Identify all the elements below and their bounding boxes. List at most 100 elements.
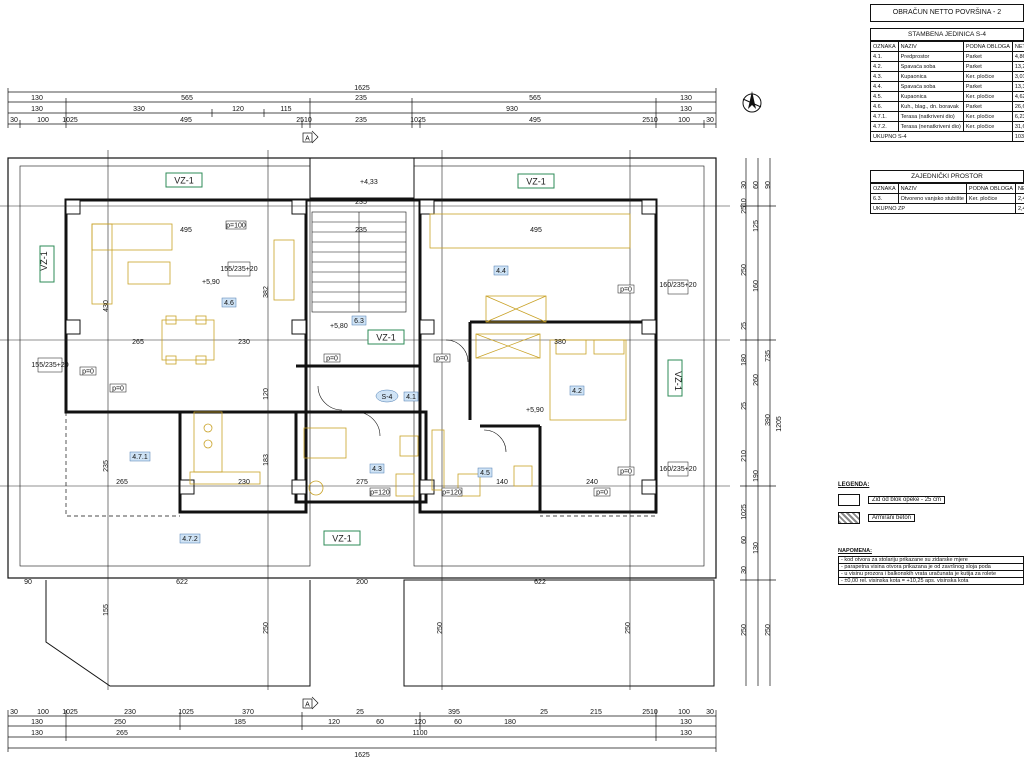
cell: Ker. pločice <box>962 111 1013 122</box>
cell: Spavaća soba <box>897 81 964 92</box>
svg-text:p=100: p=100 <box>226 223 246 230</box>
svg-text:250: 250 <box>625 622 632 634</box>
dim-top-r3-2: 330 <box>133 106 145 113</box>
legend-title: LEGENDA: <box>838 482 870 488</box>
concrete-swatch-icon <box>838 512 860 524</box>
svg-text:VZ-1: VZ-1 <box>39 251 49 271</box>
legend-item-concrete: Armirani beton <box>838 512 1018 524</box>
header-cell: PODNA OBLOGA <box>962 41 1013 52</box>
svg-text:p=0: p=0 <box>620 287 632 294</box>
svg-text:395: 395 <box>448 709 460 716</box>
cell: Ker. pločice <box>962 121 1013 132</box>
cell: Kupaonica <box>897 71 964 82</box>
svg-text:4.7.2: 4.7.2 <box>182 536 198 543</box>
dim-top-r4-8: 495 <box>529 117 541 124</box>
svg-text:VZ-1: VZ-1 <box>376 333 396 343</box>
svg-text:VZ-1: VZ-1 <box>174 176 194 186</box>
cell: Kuh., blag., dn. boravak <box>897 101 964 112</box>
table-row: 4.7.2.Terasa (nenatkriveni dio)Ker. ploč… <box>870 121 1024 132</box>
total-label: UKUPNO ZP <box>870 203 1016 214</box>
svg-text:250: 250 <box>741 264 748 276</box>
elevation-label: +5,90 <box>202 279 220 286</box>
svg-text:130: 130 <box>753 542 760 554</box>
svg-text:180: 180 <box>504 719 516 726</box>
svg-text:60: 60 <box>376 719 384 726</box>
svg-text:235: 235 <box>355 199 367 206</box>
svg-text:735: 735 <box>765 350 772 362</box>
cell: Predprostor <box>897 51 964 62</box>
svg-text:25: 25 <box>741 322 748 330</box>
cell: Ker. pločice <box>965 193 1016 204</box>
cell: 26,69 m² <box>1011 101 1024 112</box>
furniture <box>91 213 631 497</box>
svg-text:p=0: p=0 <box>620 469 632 476</box>
svg-text:1205: 1205 <box>776 416 783 432</box>
header-cell: OZNAKA <box>870 183 899 194</box>
vz-tag-right: VZ-1 <box>667 359 683 397</box>
svg-text:90: 90 <box>765 181 772 189</box>
cell: Terasa (nenatkriveni dio) <box>897 121 964 132</box>
header-cell: NAZIV <box>897 41 964 52</box>
svg-text:200: 200 <box>356 579 368 586</box>
svg-text:p=0: p=0 <box>596 490 608 497</box>
svg-text:4.4: 4.4 <box>496 268 506 275</box>
svg-text:190: 190 <box>753 470 760 482</box>
svg-text:A: A <box>305 136 310 143</box>
svg-text:4.3: 4.3 <box>372 466 382 473</box>
svg-text:125: 125 <box>753 220 760 232</box>
header-cell: NETTO POVRŠINA <box>1011 41 1024 52</box>
svg-text:30: 30 <box>741 181 748 189</box>
svg-text:230: 230 <box>124 709 136 716</box>
svg-text:30: 30 <box>10 709 18 716</box>
dim-top-r3-6: 130 <box>680 106 692 113</box>
dim-total-top: 1625 <box>354 85 370 92</box>
svg-text:130: 130 <box>31 730 43 737</box>
concrete-columns <box>65 199 657 495</box>
svg-text:140: 140 <box>496 479 508 486</box>
svg-text:1025: 1025 <box>62 709 78 716</box>
svg-text:160: 160 <box>753 280 760 292</box>
svg-text:160/235+20: 160/235+20 <box>659 282 696 289</box>
north-arrow-icon <box>742 91 762 113</box>
dim-top-r2-5: 130 <box>680 95 692 102</box>
cell: 6.3. <box>870 193 899 204</box>
doors <box>317 339 507 453</box>
svg-text:25: 25 <box>741 402 748 410</box>
cell: Parket <box>962 101 1013 112</box>
note-line: - parapetna visina otvora prikazana je o… <box>838 564 1024 571</box>
svg-text:235: 235 <box>103 460 110 472</box>
svg-text:VZ-1: VZ-1 <box>332 534 352 544</box>
dim-top-r2-3: 235 <box>355 95 367 102</box>
svg-text:25: 25 <box>356 709 364 716</box>
legend: LEGENDA: Zid od blok opeke - 25 cm Armir… <box>838 482 1018 524</box>
svg-text:250: 250 <box>114 719 126 726</box>
room-tag-4-7-2: 4.7.2 <box>179 533 201 544</box>
cell: 4,62 m² <box>1011 91 1024 102</box>
svg-text:275: 275 <box>356 479 368 486</box>
dim-top-r3-3: 120 <box>232 106 244 113</box>
dim-top-r4-1: 30 <box>10 117 18 124</box>
svg-text:4.1: 4.1 <box>406 394 416 401</box>
svg-text:240: 240 <box>586 479 598 486</box>
svg-text:4.7.1: 4.7.1 <box>132 454 148 461</box>
svg-text:160/235+20: 160/235+20 <box>659 466 696 473</box>
svg-text:370: 370 <box>242 709 254 716</box>
dim-top-r4-6: 235 <box>355 117 367 124</box>
svg-text:215: 215 <box>590 709 602 716</box>
vz-tag-top-left: VZ-1 <box>165 172 203 188</box>
header-cell: OZNAKA <box>870 41 899 52</box>
table-header-row: OZNAKA NAZIV PODNA OBLOGA NETTO POVRŠINA <box>870 41 1024 52</box>
section-mark-top: A <box>302 130 319 144</box>
svg-text:183: 183 <box>263 454 270 466</box>
dim-top-r4-3: 1025 <box>62 117 78 124</box>
legend-item-brick: Zid od blok opeke - 25 cm <box>838 494 1018 506</box>
table-total-row: UKUPNO ZP2,42 m² <box>870 203 1024 214</box>
svg-text:185: 185 <box>234 719 246 726</box>
svg-text:4.2: 4.2 <box>572 388 582 395</box>
unit-table-title: STAMBENA JEDINICA S-4 <box>870 28 1024 41</box>
room-tag-4-7-1: 4.7.1 <box>129 451 151 462</box>
header-cell: NAZIV <box>897 183 967 194</box>
